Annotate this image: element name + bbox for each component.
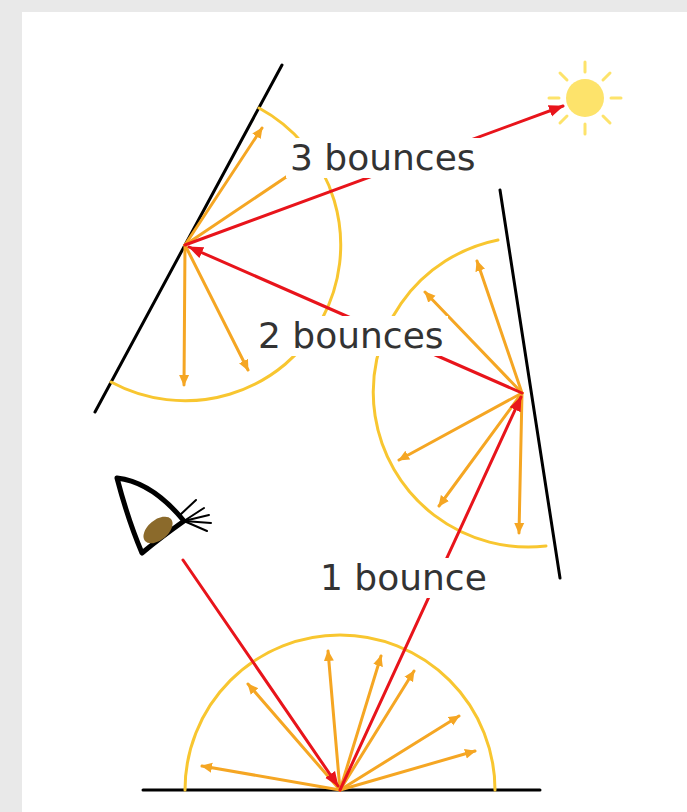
sample-ray: [340, 751, 475, 790]
sun-ray: [560, 73, 567, 80]
sun-ray: [603, 73, 610, 80]
sample-ray: [399, 393, 522, 460]
bounce-label: 2 bounces: [254, 316, 448, 356]
sample-ray: [477, 261, 522, 393]
eye-icon: [117, 478, 211, 553]
bounce-label: 3 bounces: [286, 138, 480, 178]
sample-ray: [248, 684, 340, 790]
hemisphere-arc: [185, 635, 495, 790]
bounce-label: 1 bounce: [316, 558, 491, 598]
sun-icon: [549, 62, 621, 134]
eye-outline: [117, 478, 184, 553]
sample-ray: [185, 167, 301, 245]
floor-surface: [143, 635, 540, 790]
sun-ray: [584, 62, 587, 72]
surface-line: [95, 65, 282, 412]
sample-ray: [184, 245, 185, 385]
page-panel: [22, 12, 687, 812]
sample-ray: [328, 651, 340, 790]
sample-ray: [519, 393, 522, 533]
eyelash: [180, 500, 196, 515]
sun-ray: [611, 97, 621, 100]
sample-ray: [439, 393, 522, 506]
sun-ray: [560, 116, 567, 123]
light-ray: [189, 247, 522, 393]
upper-surface: [95, 65, 341, 412]
light-ray: [183, 560, 338, 786]
light-path: [183, 106, 563, 790]
sun-ray: [549, 97, 559, 100]
sun-ray: [603, 116, 610, 123]
right-surface: [373, 190, 560, 578]
sun-disc: [566, 79, 604, 117]
sample-ray: [185, 245, 248, 370]
sun-ray: [584, 124, 587, 134]
eye-iris: [139, 511, 178, 548]
light-ray: [185, 106, 563, 245]
eyelash: [184, 515, 209, 521]
surface-line: [500, 190, 560, 578]
sample-ray: [185, 128, 262, 245]
eyelash: [184, 521, 207, 531]
sample-ray: [202, 766, 340, 790]
